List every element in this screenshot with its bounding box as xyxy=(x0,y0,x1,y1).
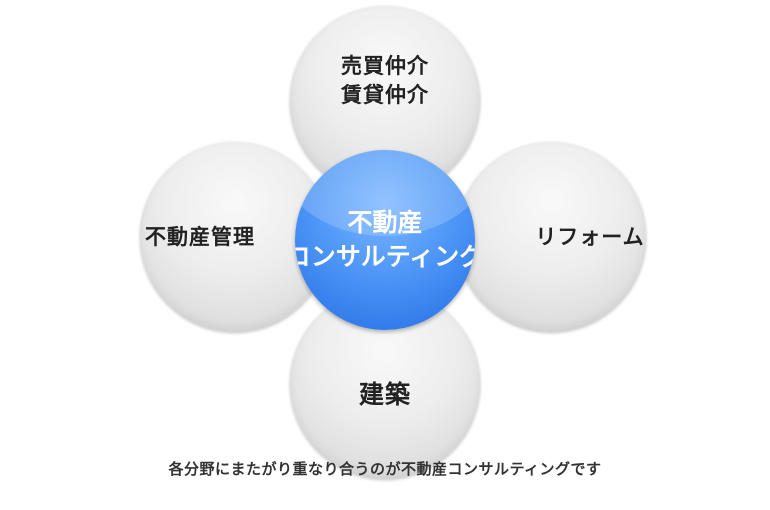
circle-real-estate-consulting: 不動産 コンサルティング xyxy=(295,150,475,330)
label-center-line2: コンサルティング xyxy=(295,242,475,271)
label-sales-brokerage: 売買仲介 xyxy=(341,54,429,78)
circle-renovation: リフォーム xyxy=(456,142,646,332)
caption: 各分野にまたがり重なり合うのが不動産コンサルティングです xyxy=(168,460,602,478)
label-center-line1: 不動産 xyxy=(347,208,423,237)
label-renovation: リフォーム xyxy=(535,224,645,249)
label-property-management: 不動産管理 xyxy=(145,224,255,249)
label-rental-brokerage: 賃貸仲介 xyxy=(341,83,429,107)
label-construction: 建築 xyxy=(358,379,411,409)
center-gloss xyxy=(295,150,475,237)
